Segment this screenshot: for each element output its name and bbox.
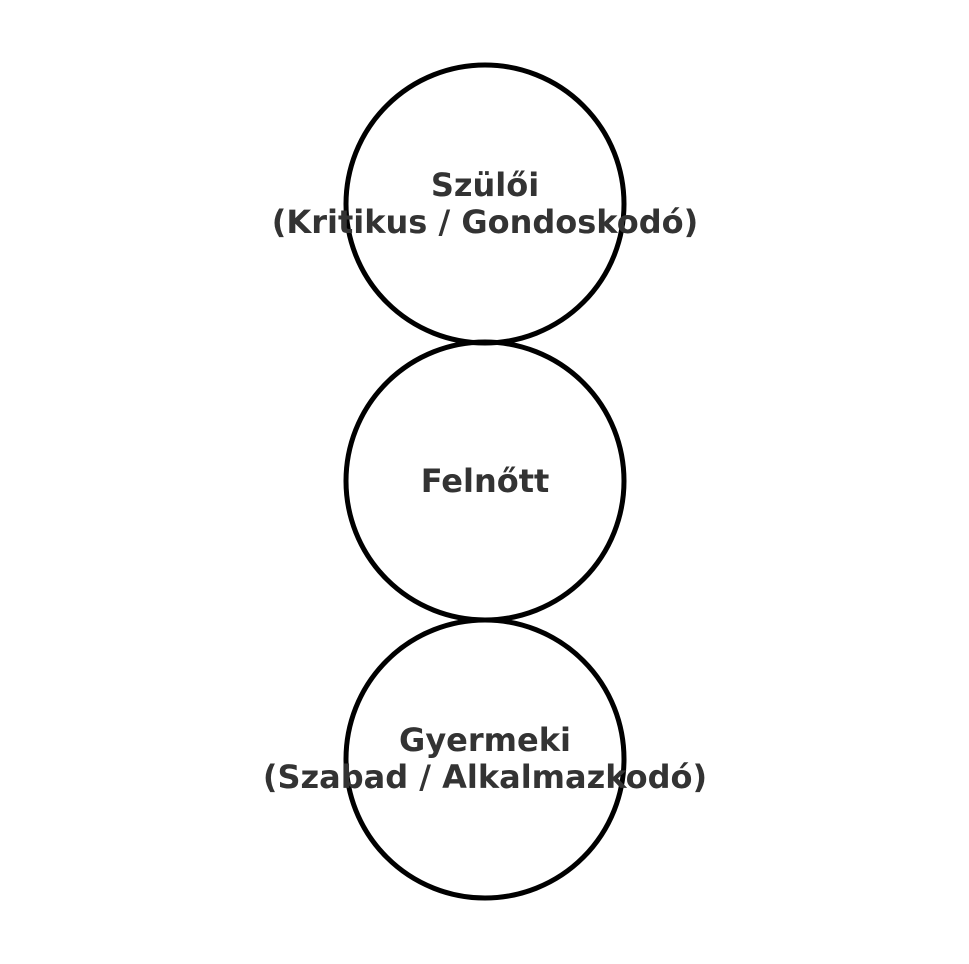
parent-label-title: Szülői: [431, 166, 539, 204]
child-label-subtitle: (Szabad / Alkalmazkodó): [263, 758, 707, 796]
parent-label-subtitle: (Kritikus / Gondoskodó): [272, 203, 698, 241]
adult-label-title: Felnőtt: [421, 462, 550, 500]
child-label-title: Gyermeki: [399, 721, 571, 759]
child-circle: [343, 617, 627, 901]
